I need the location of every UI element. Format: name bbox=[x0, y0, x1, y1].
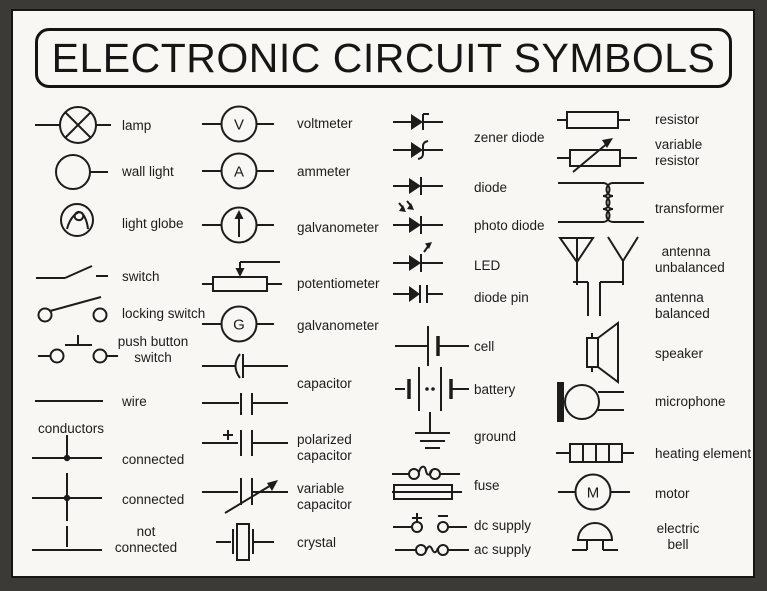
conductors-connected-t-symbol bbox=[32, 435, 102, 462]
lamp-label: lamp bbox=[122, 118, 152, 133]
polarized-capacitor-symbol bbox=[202, 430, 288, 456]
speaker-symbol bbox=[586, 321, 619, 384]
conductors-connected-cross-symbol bbox=[32, 473, 102, 521]
ac-supply-symbol bbox=[395, 544, 469, 556]
wall-light-label: wall light bbox=[122, 164, 174, 179]
dc-supply-symbol bbox=[393, 513, 467, 533]
motor-letter: M bbox=[587, 485, 600, 502]
potentiometer-symbol bbox=[202, 261, 282, 292]
resistor-label: resistor bbox=[655, 112, 700, 127]
chart-panel bbox=[11, 9, 755, 578]
conductors-heading: conductors bbox=[37, 421, 105, 436]
push-button-switch-label: push button switch bbox=[117, 334, 189, 365]
connected-t-label: connected bbox=[122, 452, 185, 467]
transformer-label: transformer bbox=[655, 201, 725, 216]
ground-label: ground bbox=[474, 429, 517, 444]
ammeter-symbol: A bbox=[202, 152, 274, 190]
led-symbol bbox=[393, 242, 443, 272]
variable-capacitor-symbol bbox=[202, 478, 288, 514]
cell-label: cell bbox=[474, 339, 495, 354]
electric-bell-label: electric bell bbox=[656, 521, 700, 552]
light-globe-symbol bbox=[60, 203, 94, 237]
cell-symbol bbox=[395, 326, 469, 366]
galvanometer-g-label: galvanometer bbox=[297, 318, 379, 333]
wire-symbol bbox=[35, 400, 103, 402]
motor-symbol: M bbox=[558, 473, 630, 511]
capacitor-label: capacitor bbox=[297, 376, 352, 391]
galvanometer-arrow-label: galvanometer bbox=[297, 220, 379, 235]
locking-switch-label: locking switch bbox=[122, 306, 206, 321]
voltmeter-label: voltmeter bbox=[297, 116, 353, 131]
antenna-balanced-label: antenna balanced bbox=[655, 290, 710, 321]
dc-supply-label: dc supply bbox=[474, 518, 532, 533]
locking-switch-symbol bbox=[37, 296, 108, 323]
galvanometer-g-symbol: G bbox=[202, 305, 274, 343]
diode-pin-label: diode pin bbox=[474, 290, 529, 305]
push-button-switch-symbol bbox=[38, 335, 118, 364]
crystal-label: crystal bbox=[297, 535, 337, 550]
resistor-symbol bbox=[557, 111, 630, 129]
crystal-symbol bbox=[216, 523, 274, 561]
speaker-label: speaker bbox=[655, 346, 704, 361]
diode-symbol bbox=[393, 177, 443, 195]
fuse-label: fuse bbox=[474, 478, 500, 493]
led-label: LED bbox=[474, 258, 501, 273]
connected-cross-label: connected bbox=[122, 492, 185, 507]
switch-label: switch bbox=[122, 269, 160, 284]
diode-pin-symbol bbox=[393, 285, 443, 303]
zener-diode-label: zener diode bbox=[474, 130, 545, 145]
ac-supply-label: ac supply bbox=[474, 542, 532, 557]
antenna-unbalanced-symbol bbox=[558, 236, 639, 285]
not-connected-label: not connected bbox=[114, 524, 178, 555]
electric-bell-symbol bbox=[572, 522, 618, 551]
antenna-unbalanced-label: antenna unbalanced bbox=[655, 244, 725, 275]
ground-symbol bbox=[415, 412, 450, 449]
heating-element-symbol bbox=[556, 443, 634, 463]
galvanometer-letter: G bbox=[233, 317, 245, 334]
wall-light-symbol bbox=[55, 154, 108, 190]
lamp-symbol bbox=[35, 106, 111, 144]
variable-resistor-label: variable resistor bbox=[655, 137, 703, 168]
potentiometer-label: potentiometer bbox=[297, 276, 380, 291]
heating-element-label: heating element bbox=[655, 446, 752, 461]
zener-diode-symbol bbox=[393, 113, 443, 160]
diode-label: diode bbox=[474, 180, 508, 195]
voltmeter-letter: V bbox=[234, 117, 244, 134]
page-title: ELECTRONIC CIRCUIT SYMBOLS bbox=[51, 34, 716, 81]
switch-symbol bbox=[36, 265, 108, 279]
transformer-symbol bbox=[558, 182, 644, 223]
battery-label: battery bbox=[474, 382, 516, 397]
variable-resistor-symbol bbox=[557, 138, 637, 173]
wire-label: wire bbox=[122, 394, 147, 409]
ammeter-letter: A bbox=[234, 164, 244, 181]
microphone-label: microphone bbox=[655, 394, 726, 409]
variable-capacitor-label: variable capacitor bbox=[297, 481, 352, 512]
title-box: ELECTRONIC CIRCUIT SYMBOLS bbox=[35, 28, 732, 88]
voltmeter-symbol: V bbox=[202, 105, 274, 143]
photo-diode-label: photo diode bbox=[474, 218, 545, 233]
capacitor-symbol bbox=[202, 353, 288, 415]
motor-label: motor bbox=[655, 486, 690, 501]
polarized-capacitor-label: polarized capacitor bbox=[297, 432, 352, 463]
battery-symbol bbox=[395, 367, 469, 411]
fuse-symbol bbox=[392, 465, 462, 500]
antenna-balanced-symbol bbox=[573, 281, 622, 316]
photo-diode-symbol bbox=[393, 200, 443, 234]
light-globe-label: light globe bbox=[122, 216, 184, 231]
galvanometer-arrow-symbol bbox=[202, 206, 274, 244]
ammeter-label: ammeter bbox=[297, 164, 351, 179]
microphone-symbol bbox=[557, 382, 624, 422]
conductors-not-connected-symbol bbox=[32, 526, 102, 551]
